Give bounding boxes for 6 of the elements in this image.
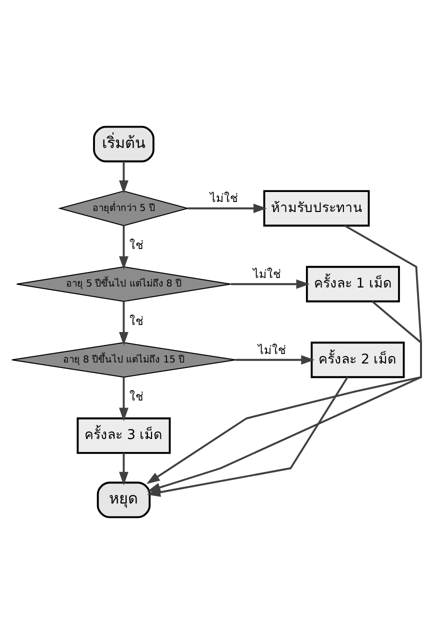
edge-label: ไม่ใช่ (258, 342, 286, 357)
edge-label: ใช่ (129, 314, 144, 328)
edge-label: ไม่ใช่ (210, 191, 238, 206)
edge-label: ใช่ (129, 238, 144, 252)
edge-label: ไม่ใช่ (252, 266, 281, 281)
edge-label: ใช่ (129, 390, 144, 404)
